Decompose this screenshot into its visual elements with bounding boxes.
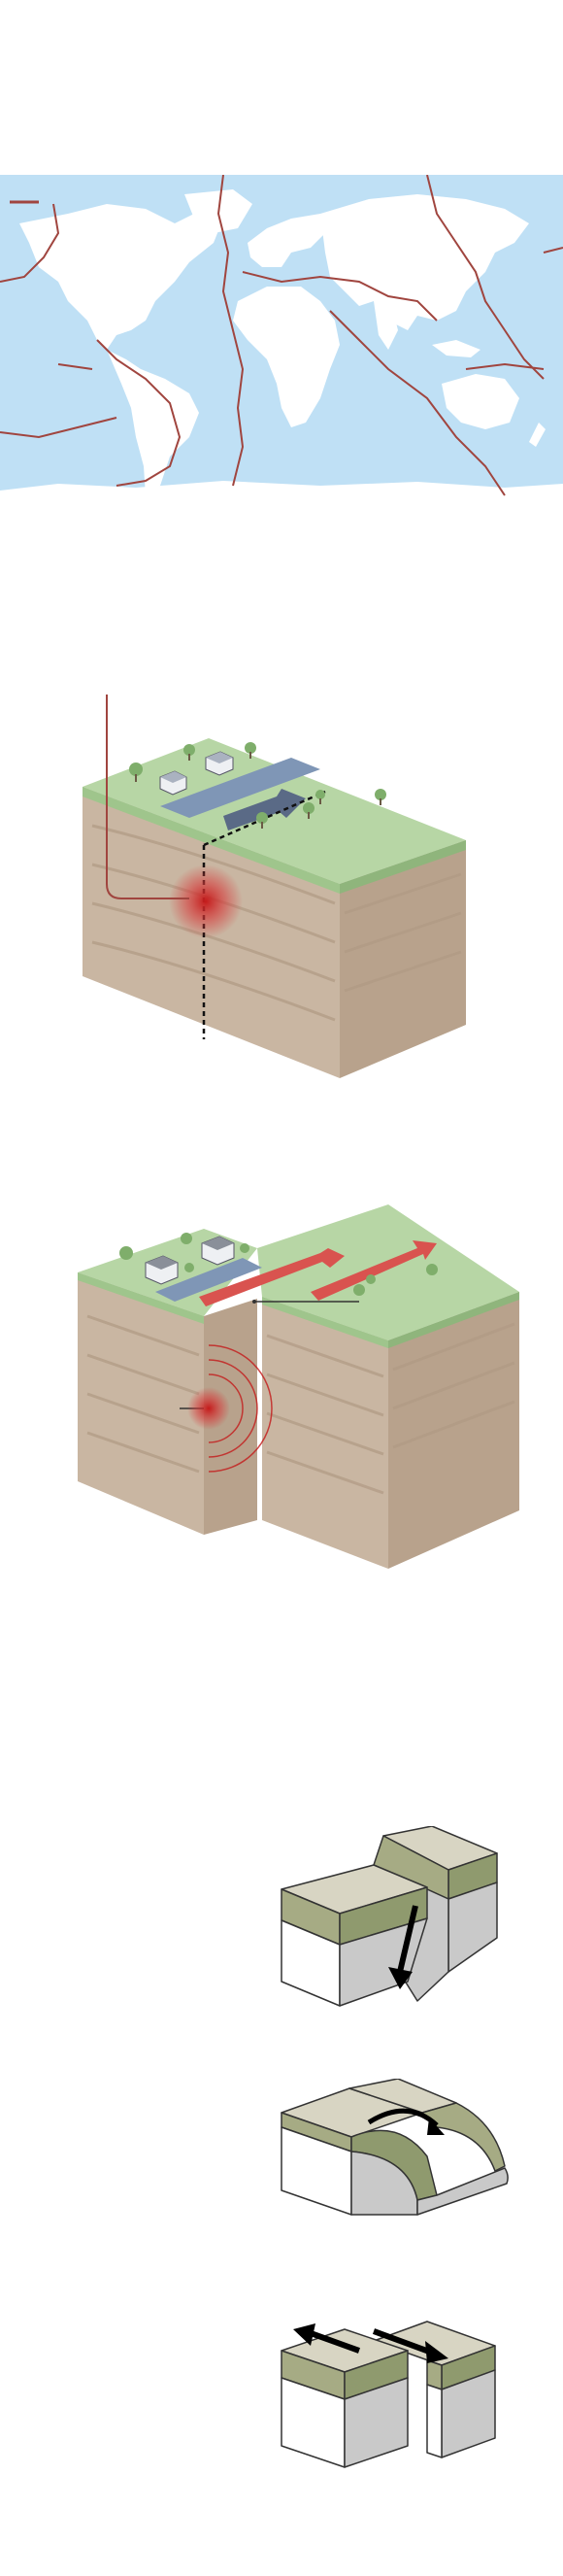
strike-slip-fault-panel bbox=[0, 2302, 563, 2496]
earthquake-block-diagram bbox=[83, 695, 466, 1078]
road bbox=[160, 758, 320, 818]
arrow-icon bbox=[199, 1248, 345, 1306]
tree-icon bbox=[129, 742, 386, 829]
fold-diagram bbox=[281, 2079, 509, 2216]
plate-map-panel bbox=[0, 175, 563, 505]
strike-slip-block-diagram bbox=[78, 1204, 519, 1569]
normal-fault-panel bbox=[0, 1826, 563, 2050]
plate-boundaries bbox=[0, 175, 563, 496]
thrust-block-panel bbox=[0, 680, 563, 1088]
fold-panel bbox=[0, 2079, 563, 2273]
arrow-icon bbox=[311, 1240, 437, 1301]
arrow-icon bbox=[372, 2328, 434, 2356]
epicenter-icon bbox=[169, 864, 243, 938]
house-icon bbox=[159, 770, 187, 796]
tree-icon bbox=[119, 1233, 438, 1296]
arrow-icon bbox=[309, 2330, 361, 2354]
arrow-icon bbox=[397, 1905, 418, 1973]
epicenter-icon bbox=[187, 1387, 230, 1430]
arrow-icon bbox=[223, 789, 306, 830]
strike-slip-fault-diagram bbox=[281, 2321, 496, 2468]
house-icon bbox=[205, 751, 234, 776]
strike-slip-block-panel bbox=[0, 1200, 563, 1588]
fault-line-top bbox=[203, 790, 326, 847]
house-icon bbox=[145, 1255, 179, 1285]
normal-fault-diagram bbox=[281, 1826, 498, 2007]
callout-line bbox=[106, 695, 189, 899]
world-map-icon bbox=[0, 175, 563, 505]
house-icon bbox=[201, 1236, 235, 1266]
block-side-face bbox=[340, 840, 466, 1078]
continents bbox=[0, 189, 563, 505]
